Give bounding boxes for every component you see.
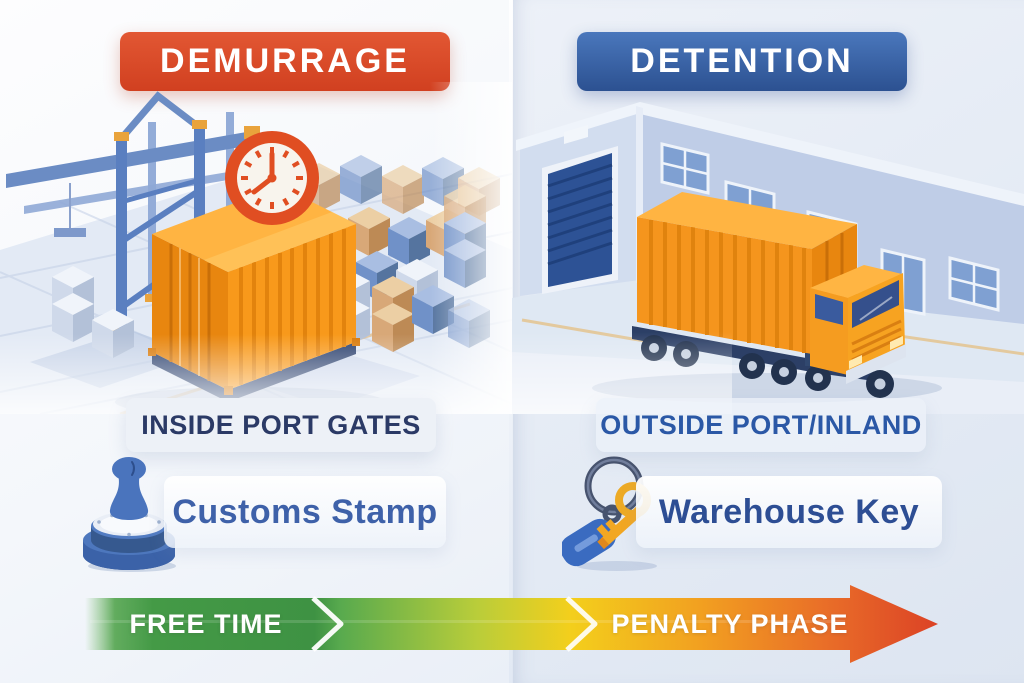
- port-scene-illustration: [0, 82, 513, 417]
- customs-stamp-icon: [83, 457, 176, 572]
- left-symbol-label: Customs Stamp: [164, 476, 446, 548]
- right-location-label: OUTSIDE PORT/INLAND: [596, 398, 926, 452]
- chevron-divider-icon: [565, 596, 598, 652]
- port-scene: [0, 82, 513, 417]
- left-location-text: INSIDE PORT GATES: [141, 409, 421, 440]
- left-location-label: INSIDE PORT GATES: [126, 398, 436, 452]
- warehouse-key-icon: [562, 456, 657, 571]
- timeline-gradient-arrow: FREE TIME PENALTY PHASE: [0, 580, 1024, 683]
- clock-icon: [225, 131, 319, 225]
- warehouse-key-text: Warehouse Key: [658, 492, 920, 531]
- timeline-arrow-graphic: [85, 585, 938, 663]
- chevron-divider-icon: [311, 596, 344, 652]
- customs-stamp-text: Customs Stamp: [172, 492, 438, 531]
- warehouse-scene-illustration: [512, 102, 1024, 414]
- demurrage-banner-label: DEMURRAGE: [160, 42, 410, 80]
- demurrage-banner: DEMURRAGE: [120, 32, 450, 91]
- right-symbol-label: Warehouse Key: [636, 476, 942, 548]
- detention-banner: DETENTION: [577, 32, 907, 91]
- warehouse-scene: [512, 82, 1024, 414]
- right-location-text: OUTSIDE PORT/INLAND: [600, 409, 922, 440]
- free-time-label: FREE TIME: [129, 609, 283, 639]
- penalty-phase-label: PENALTY PHASE: [611, 609, 849, 639]
- detention-banner-label: DETENTION: [630, 42, 854, 80]
